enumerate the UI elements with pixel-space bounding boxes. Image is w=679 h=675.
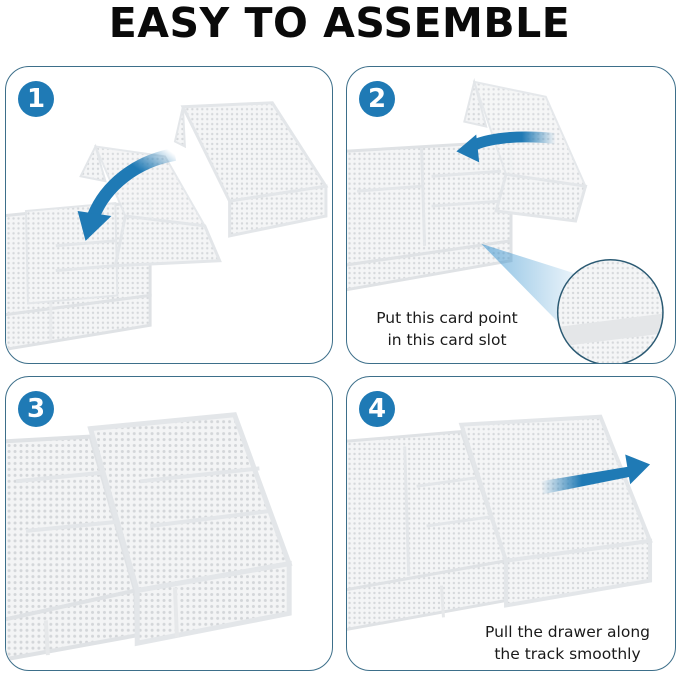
caption-line: Pull the drawer along: [485, 623, 650, 641]
page-title: EASY TO ASSEMBLE: [108, 0, 571, 47]
step-4-illustration: [347, 414, 653, 631]
step-4-caption: Pull the drawer along the track smoothly: [465, 621, 670, 665]
magnified-detail-icon: [557, 259, 663, 363]
step-4-badge: 4: [359, 391, 395, 427]
step-2-panel: 2: [346, 66, 676, 364]
step-2-caption: Put this card point in this card slot: [357, 307, 537, 351]
step-3-badge: 3: [18, 391, 54, 427]
caption-line: Put this card point: [376, 309, 518, 327]
step-2-illustration: [347, 77, 664, 363]
arrow-right-icon: [540, 466, 633, 495]
step-2-badge: 2: [359, 81, 395, 117]
step-4-panel: 4 Pull the drawer along the track smooth…: [346, 376, 676, 671]
caption-line: in this card slot: [387, 331, 507, 349]
caption-line: the track smoothly: [494, 645, 641, 663]
step-1-illustration: [6, 101, 329, 351]
step-1-badge: 1: [18, 81, 54, 117]
step-1-panel: 1: [5, 66, 333, 364]
step-3-illustration: [6, 412, 293, 662]
curved-arrow-icon: [87, 148, 177, 219]
step-3-panel: 3: [5, 376, 333, 671]
